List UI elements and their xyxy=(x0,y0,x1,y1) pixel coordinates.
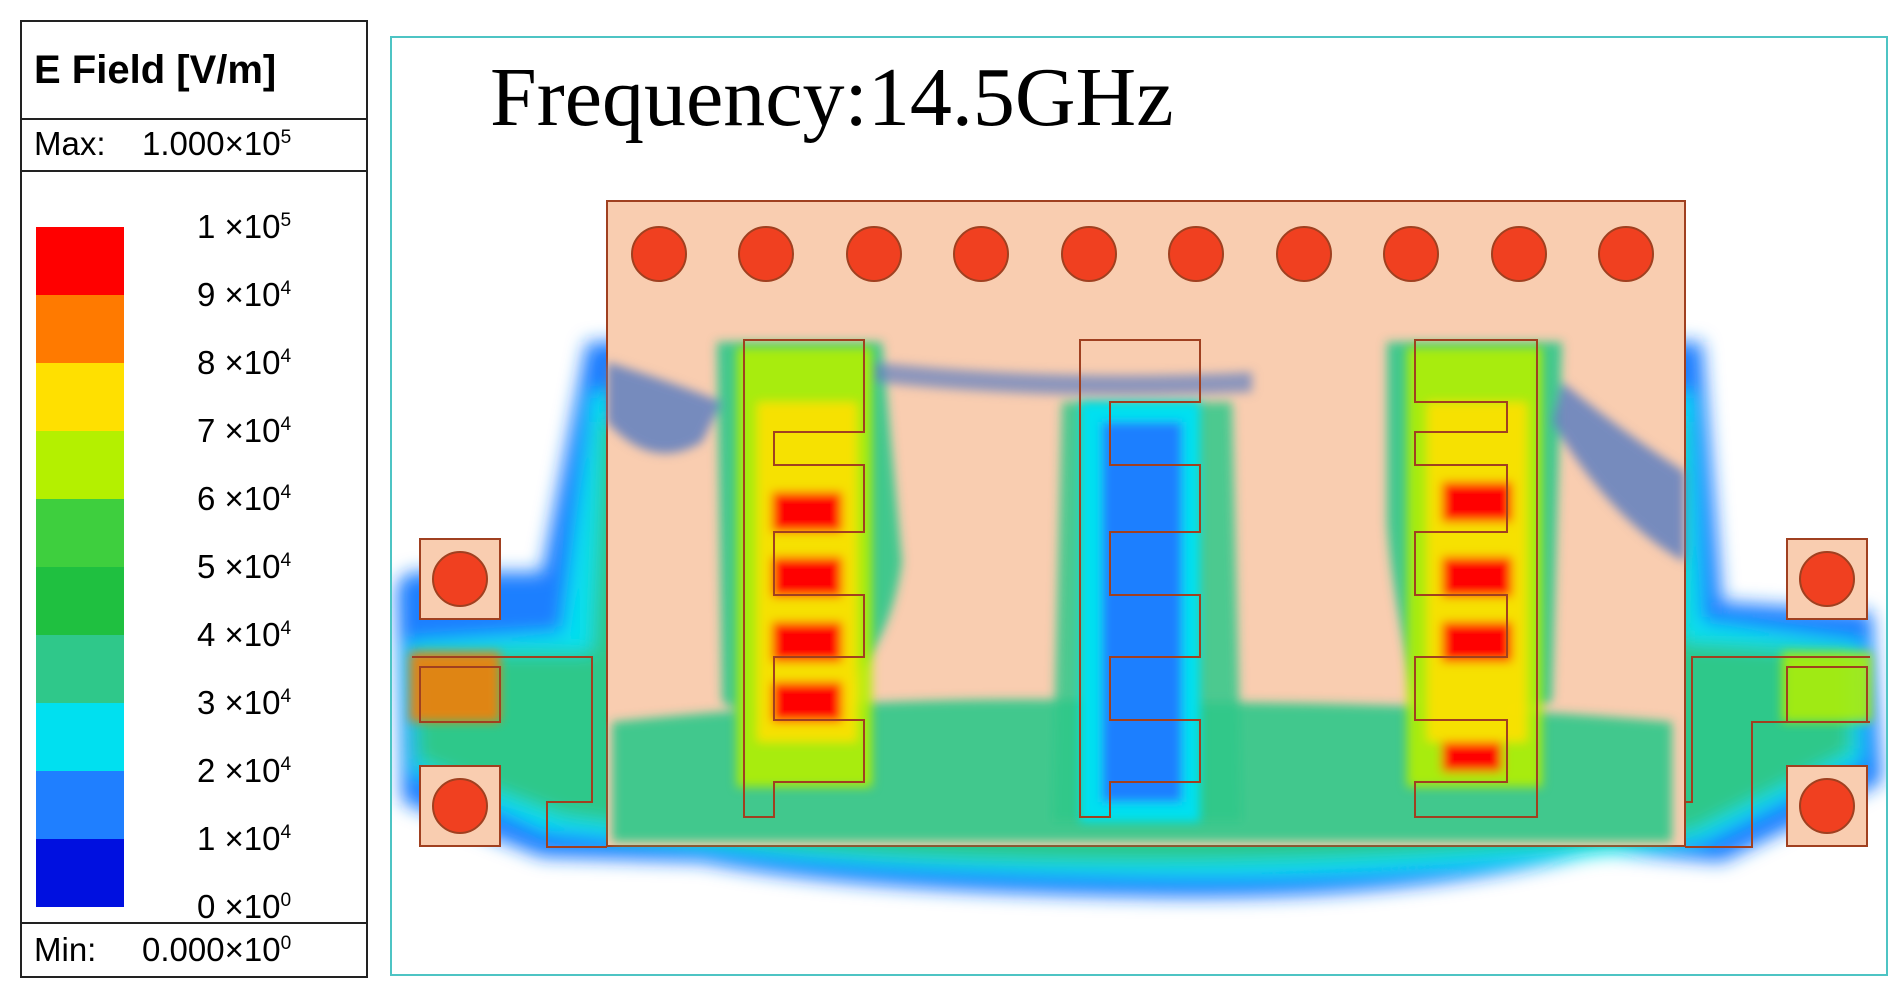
via-top-3 xyxy=(846,226,902,282)
via-pad-top-right xyxy=(1799,551,1855,607)
via-top-5 xyxy=(1061,226,1117,282)
legend-tick-label-10: 1 ×104 xyxy=(197,820,292,857)
left-resonator-outline xyxy=(743,339,865,818)
legend-swatch-8 xyxy=(36,703,124,771)
legend-min-value: 0.000×100 xyxy=(142,924,291,976)
right-resonator-field xyxy=(1407,347,1542,787)
via-top-8 xyxy=(1383,226,1439,282)
legend-title: E Field [V/m] xyxy=(22,22,366,120)
center-resonator-field-core xyxy=(1102,422,1182,802)
slate-band-top xyxy=(872,362,1252,396)
right-feed-stub xyxy=(1786,666,1868,723)
via-top-7 xyxy=(1276,226,1332,282)
e-field-distribution xyxy=(397,200,1882,898)
via-pad-top-left xyxy=(432,551,488,607)
legend-tick-label-2: 9 ×104 xyxy=(197,276,292,313)
center-resonator-outline xyxy=(1079,339,1201,818)
right-resonator-outline xyxy=(1414,339,1538,818)
legend-min-row: Min: 0.000×100 xyxy=(22,922,366,976)
legend-swatch-9 xyxy=(36,771,124,839)
legend-swatch-6 xyxy=(36,567,124,635)
legend-color-scale: 1 ×105 9 ×104 8 ×104 7 ×104 6 ×104 5 ×104 4 ×1… xyxy=(22,172,366,925)
left-hotspot-4 xyxy=(772,682,842,722)
right-hotspot-2 xyxy=(1442,557,1512,597)
legend-swatch-5 xyxy=(36,499,124,567)
legend-tick-label-4: 7 ×104 xyxy=(197,412,292,449)
via-top-6 xyxy=(1168,226,1224,282)
frequency-label: Frequency:14.5GHz xyxy=(490,51,1174,144)
via-pad-bottom-right xyxy=(1799,778,1855,834)
via-top-2 xyxy=(738,226,794,282)
left-hotspot-3 xyxy=(772,622,842,662)
via-top-4 xyxy=(953,226,1009,282)
legend-tick-label-8: 3 ×104 xyxy=(197,684,292,721)
via-top-9 xyxy=(1491,226,1547,282)
right-hotspot-3 xyxy=(1442,622,1512,662)
via-top-10 xyxy=(1598,226,1654,282)
legend-tick-label-9: 2 ×104 xyxy=(197,752,292,789)
legend-min-exponent: 0 xyxy=(280,933,292,954)
left-feed-line xyxy=(412,656,607,848)
via-top-1 xyxy=(631,226,687,282)
legend-max-exponent: 5 xyxy=(280,127,292,148)
left-feed-stub xyxy=(419,666,501,723)
slate-band-right xyxy=(1552,382,1685,562)
legend-swatch-4 xyxy=(36,431,124,499)
field-plot-frame xyxy=(390,36,1888,976)
vias xyxy=(432,226,1855,834)
left-hotspot-2 xyxy=(772,557,842,597)
legend-max-mantissa: 1.000×10 xyxy=(142,125,281,162)
legend-max-label: Max: xyxy=(34,125,106,162)
legend-min-mantissa: 0.000×10 xyxy=(142,931,281,968)
right-hotspot-4 xyxy=(1442,742,1502,772)
legend-max-row: Max: 1.000×105 xyxy=(22,118,366,172)
legend-min-label: Min: xyxy=(34,931,97,968)
field-legend: E Field [V/m] Max: 1.000×105 1 ×105 9 ×10… xyxy=(20,20,368,978)
legend-max-value: 1.000×105 xyxy=(142,118,291,170)
legend-swatch-1 xyxy=(36,227,124,295)
via-pad-bottom-left xyxy=(432,778,488,834)
legend-tick-label-6: 5 ×104 xyxy=(197,548,292,585)
slate-band-left xyxy=(607,362,722,454)
right-hotspot-1 xyxy=(1442,482,1512,522)
left-feed-field xyxy=(410,652,500,722)
legend-tick-label-5: 6 ×104 xyxy=(197,480,292,517)
legend-tick-label-7: 4 ×104 xyxy=(197,616,292,653)
feed-lines xyxy=(410,652,1872,848)
resonator-outlines xyxy=(743,339,1538,818)
right-feed-field xyxy=(1782,652,1872,722)
legend-swatch-10 xyxy=(36,839,124,907)
center-resonator-field xyxy=(1080,402,1200,822)
legend-swatch-2 xyxy=(36,295,124,363)
legend-tick-label-11: 0 ×100 xyxy=(197,888,292,925)
legend-swatch-3 xyxy=(36,363,124,431)
legend-tick-label-3: 8 ×104 xyxy=(197,344,292,381)
legend-swatch-7 xyxy=(36,635,124,703)
left-hotspot-1 xyxy=(772,492,842,532)
legend-tick-label-1: 1 ×105 xyxy=(197,208,292,245)
